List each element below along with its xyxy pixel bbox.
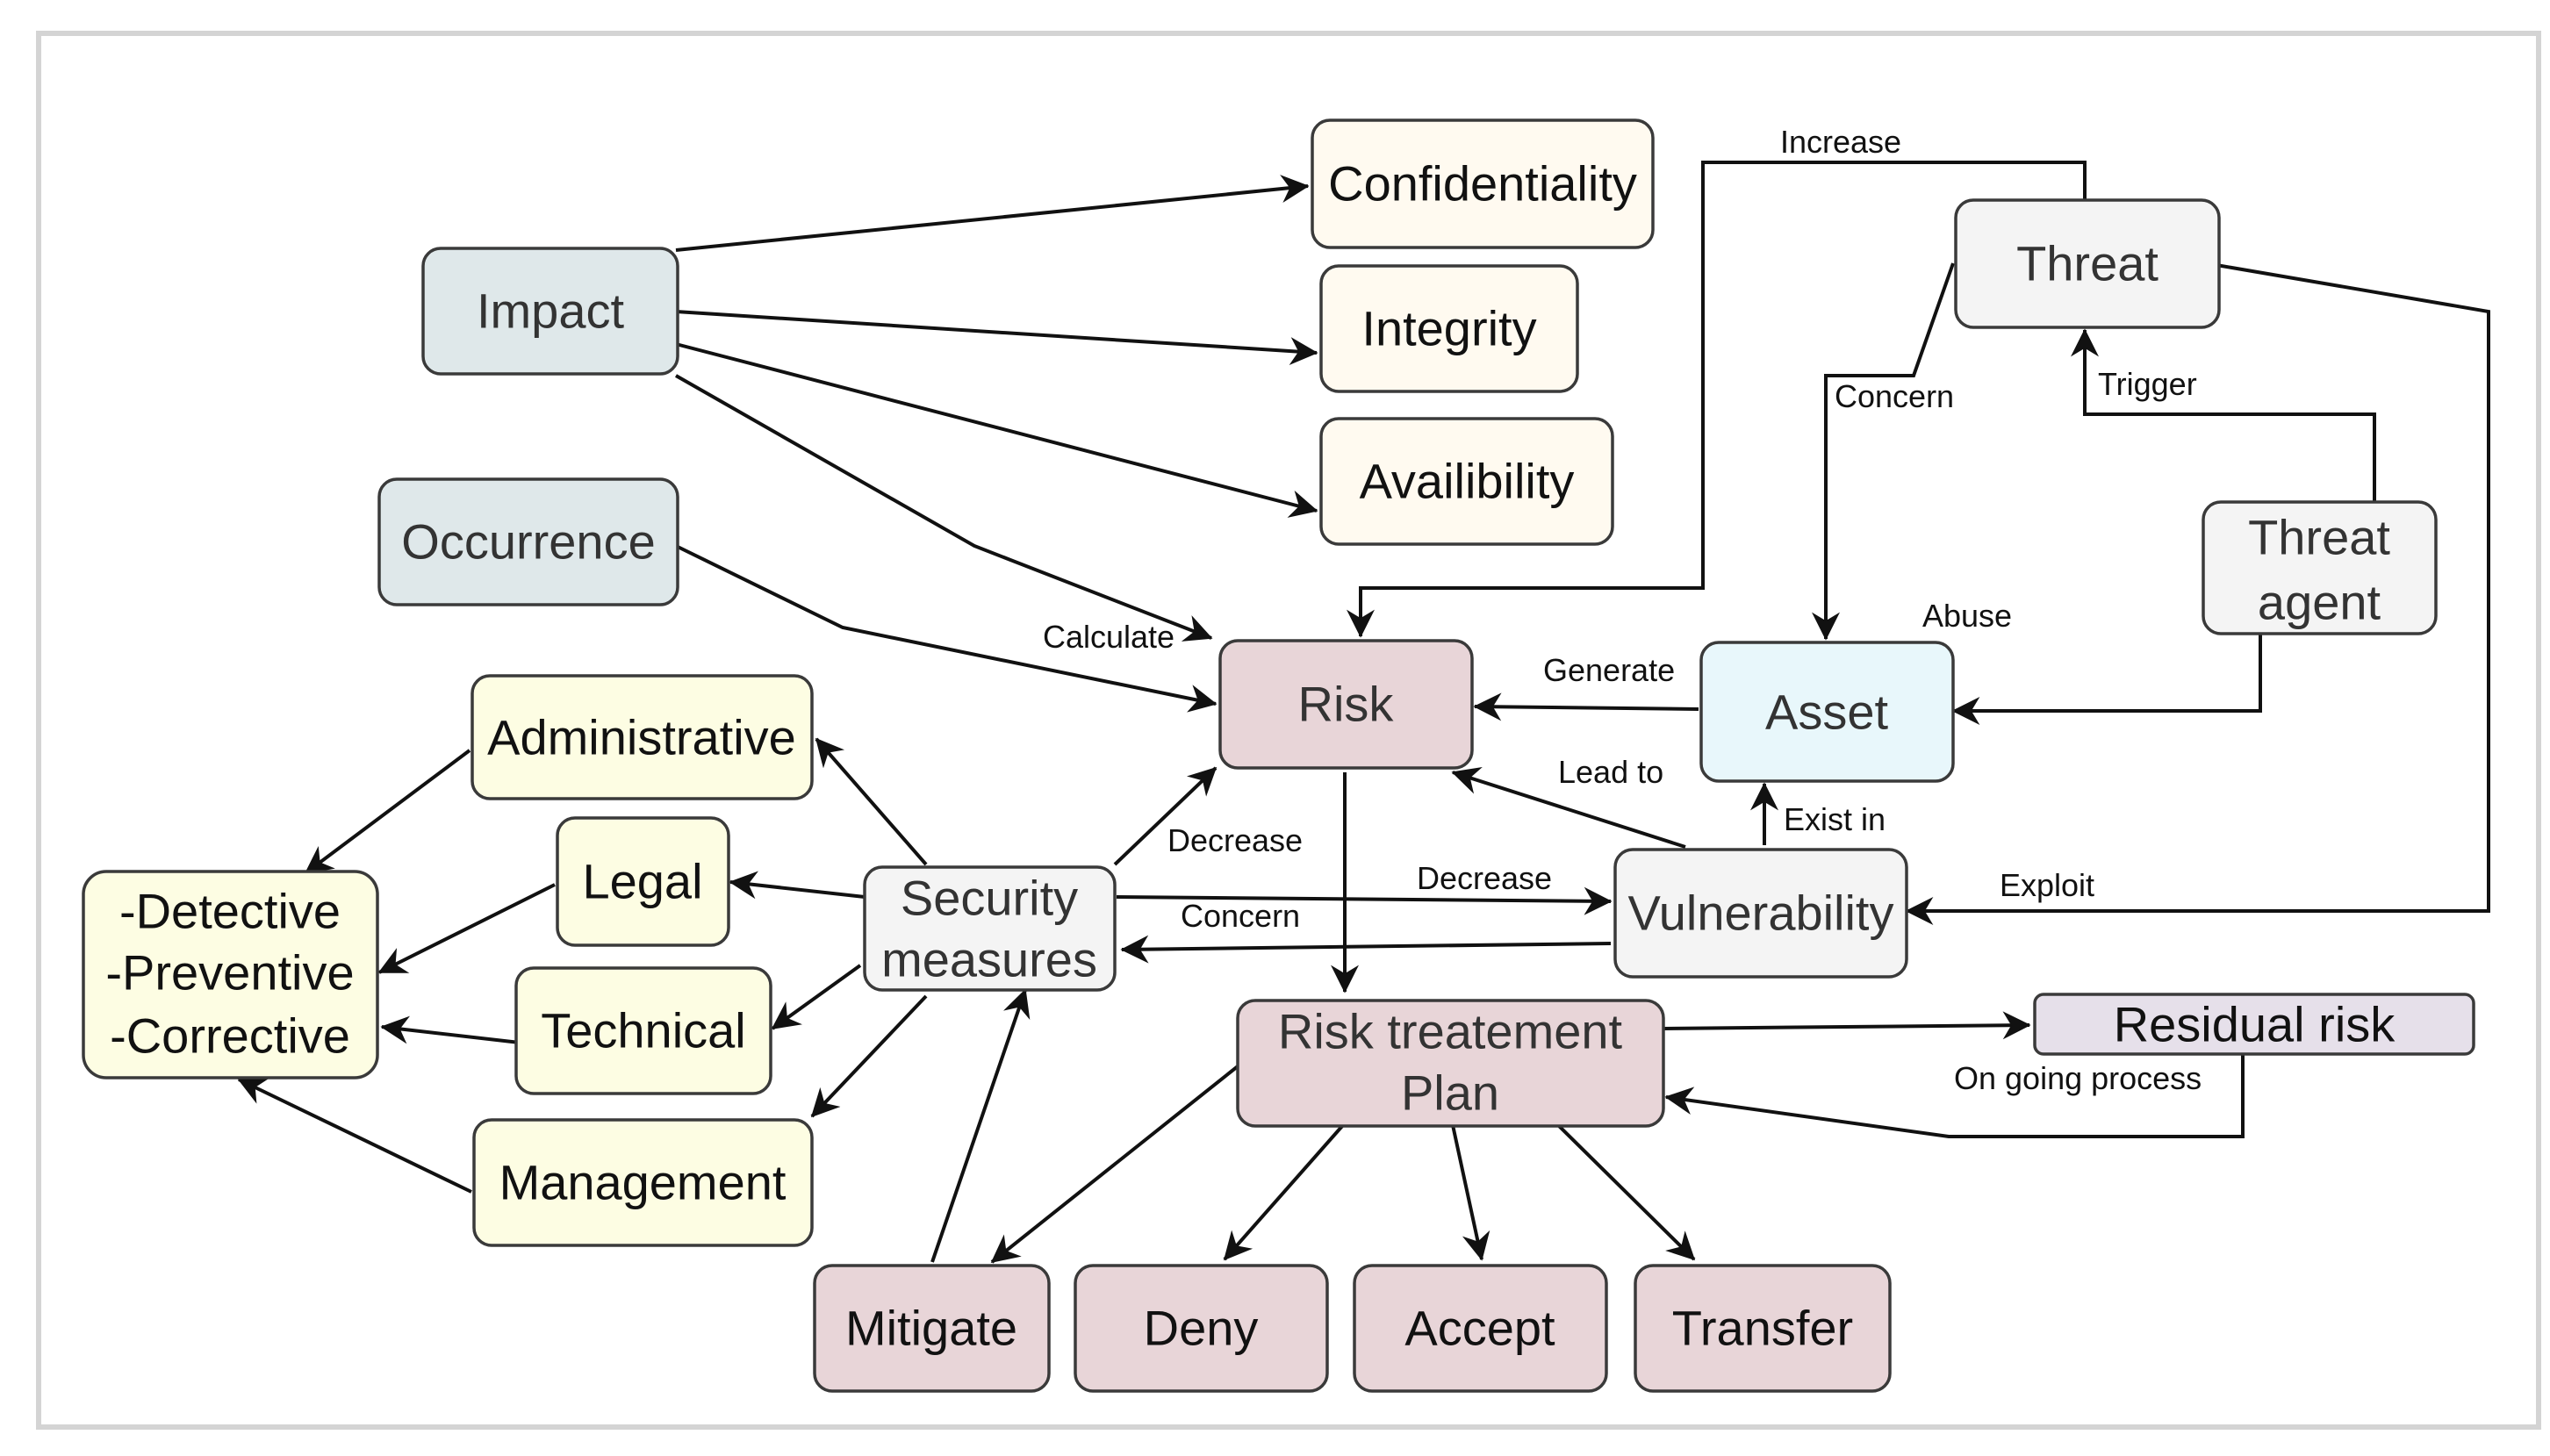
edge-threat-vulnerability <box>1905 263 2490 925</box>
edge-technical-controls <box>380 1015 521 1044</box>
node-threat-agent-label-1: Threat <box>2248 510 2390 565</box>
node-deny: Deny <box>1074 1264 1329 1393</box>
node-availibility: Availibility <box>1319 417 1614 546</box>
node-vulnerability-label: Vulnerability <box>1628 886 1894 941</box>
label-exploit: Exploit <box>2000 867 2094 903</box>
node-risk-label: Risk <box>1298 677 1395 732</box>
diagram-frame <box>36 31 2541 1430</box>
node-deny-label: Deny <box>1144 1301 1259 1356</box>
edge-legal-controls <box>377 883 556 974</box>
node-management-label: Management <box>499 1155 787 1210</box>
node-mitigate-label: Mitigate <box>845 1301 1017 1356</box>
edge-residual-treatment <box>1664 1055 2245 1138</box>
node-security-measures-label-1: Security <box>901 871 1078 926</box>
node-mitigate: Mitigate <box>813 1264 1051 1393</box>
node-administrative: Administrative <box>470 674 814 800</box>
edge-security-legal <box>729 871 866 900</box>
label-generate: Generate <box>1543 652 1675 688</box>
edge-treatment-deny <box>1223 1123 1345 1261</box>
node-accept-label: Accept <box>1404 1301 1555 1356</box>
node-legal-label: Legal <box>582 854 702 909</box>
label-abuse: Abuse <box>1922 598 2012 634</box>
edge-asset-risk <box>1473 692 1699 721</box>
edge-impact-confidentiality <box>675 175 1310 252</box>
edge-security-vulnerability <box>1116 886 1613 915</box>
node-transfer-label: Transfer <box>1672 1301 1853 1356</box>
edge-impact-risk <box>675 374 1213 642</box>
label-decrease-vulnerability: Decrease <box>1417 860 1552 896</box>
edge-mitigate-security <box>930 988 1031 1263</box>
node-impact: Impact <box>421 247 679 376</box>
label-calculate: Calculate <box>1043 619 1174 655</box>
node-risk-treatment-plan-label-1: Risk treatement <box>1278 1004 1623 1059</box>
node-occurrence-label: Occurrence <box>401 514 655 570</box>
edge-management-controls <box>237 1078 472 1194</box>
edge-impact-availibility <box>675 342 1318 518</box>
node-integrity: Integrity <box>1319 264 1579 393</box>
node-asset: Asset <box>1699 641 1955 783</box>
node-controls-label-2: -Preventive <box>105 945 354 1001</box>
node-vulnerability: Vulnerability <box>1613 848 1908 979</box>
edges <box>237 161 2490 1264</box>
node-management: Management <box>472 1118 814 1247</box>
edge-impact-integrity <box>675 310 1318 366</box>
edge-treatment-transfer <box>1556 1123 1696 1261</box>
edge-security-administrative <box>815 737 928 866</box>
edge-threatagent-threat <box>2071 328 2376 502</box>
node-occurrence: Occurrence <box>377 477 679 606</box>
label-increase: Increase <box>1780 124 1901 160</box>
edge-threat-asset <box>1812 262 1955 641</box>
node-technical-label: Technical <box>541 1003 745 1058</box>
edge-occurrence-risk <box>675 544 1218 713</box>
node-risk-treatment-plan: Risk treatement Plan <box>1236 999 1665 1128</box>
nodes: Impact Occurrence Confidentiality Integr… <box>82 118 2475 1393</box>
node-controls-label-3: -Corrective <box>110 1008 350 1064</box>
node-integrity-label: Integrity <box>1361 301 1536 356</box>
label-decrease-risk: Decrease <box>1167 822 1303 858</box>
label-on-going-process: On going process <box>1954 1060 2202 1096</box>
label-trigger: Trigger <box>2098 366 2197 402</box>
node-impact-label: Impact <box>477 283 624 339</box>
edge-labels: Increase Concern Trigger Abuse Calculate… <box>1043 124 2202 1096</box>
node-threat-agent-label-2: agent <box>2258 575 2381 630</box>
label-concern-threat-asset: Concern <box>1835 378 1954 414</box>
node-security-measures: Security measures <box>863 865 1117 992</box>
node-threat-agent: Threat agent <box>2202 500 2438 635</box>
node-risk-treatment-plan-label-2: Plan <box>1401 1065 1499 1121</box>
edge-treatment-accept <box>1451 1124 1490 1261</box>
node-residual-risk-label: Residual risk <box>2114 997 2396 1052</box>
edge-administrative-controls <box>304 749 471 875</box>
edge-treatment-mitigate <box>990 1065 1239 1264</box>
node-legal: Legal <box>556 816 730 947</box>
node-security-measures-label-2: measures <box>881 932 1097 987</box>
edge-security-risk <box>1113 766 1218 866</box>
node-controls-label-1: -Detective <box>119 884 341 939</box>
node-technical: Technical <box>514 966 772 1095</box>
node-risk: Risk <box>1218 639 1474 770</box>
edge-vulnerability-risk <box>1451 767 1686 849</box>
edge-vulnerability-security <box>1120 935 1612 964</box>
edge-threatagent-asset <box>1951 634 2262 725</box>
node-confidentiality: Confidentiality <box>1311 118 1655 249</box>
node-transfer: Transfer <box>1634 1264 1892 1393</box>
node-accept: Accept <box>1353 1264 1608 1393</box>
edge-security-management <box>810 994 928 1118</box>
edge-threat-risk <box>1347 161 2087 638</box>
node-confidentiality-label: Confidentiality <box>1328 156 1637 212</box>
label-concern-vulnerability-security: Concern <box>1181 898 1300 934</box>
edge-security-technical <box>771 964 862 1030</box>
label-exist-in: Exist in <box>1784 801 1886 837</box>
node-asset-label: Asset <box>1765 685 1888 740</box>
node-residual-risk: Residual risk <box>2033 993 2475 1056</box>
node-controls: -Detective -Preventive -Corrective <box>82 870 379 1079</box>
node-availibility-label: Availibility <box>1360 454 1575 509</box>
edge-treatment-residual <box>1663 1011 2031 1040</box>
node-threat: Threat <box>1954 198 2221 329</box>
label-lead-to: Lead to <box>1558 754 1663 790</box>
node-administrative-label: Administrative <box>487 710 796 765</box>
node-threat-label: Threat <box>2016 236 2159 291</box>
